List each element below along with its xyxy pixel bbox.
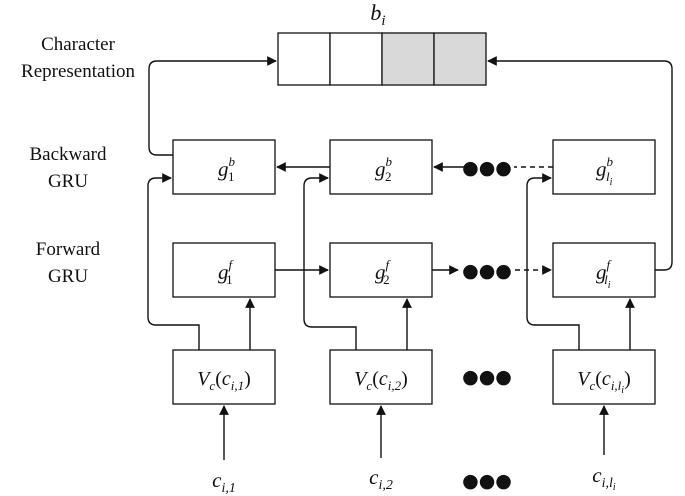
input-c-1: ci,1 bbox=[212, 468, 236, 496]
input-c-2: ci,2 bbox=[369, 465, 393, 493]
arrow-embedding-2-to-backward bbox=[303, 173, 357, 350]
embedding-node-2 bbox=[329, 349, 433, 405]
backward-gru-node-last bbox=[552, 139, 656, 195]
embedding-node-1 bbox=[172, 349, 276, 405]
embedding-node-1-label: Vc(ci,1) bbox=[197, 368, 251, 393]
forward-gru-label-line1: Forward bbox=[36, 239, 101, 260]
embedding-node-last bbox=[552, 349, 656, 405]
forward-gru-node-2 bbox=[329, 242, 433, 298]
vector-cell-shaded bbox=[433, 32, 487, 86]
backward-gru-node-2 bbox=[329, 139, 433, 195]
embedding-node-2-label: Vc(ci,2) bbox=[354, 368, 408, 393]
vector-cell bbox=[329, 32, 383, 86]
forward-gru-label-line2: GRU bbox=[48, 266, 88, 287]
embedding-node-last-label: Vc(ci,li) bbox=[577, 368, 631, 396]
vector-b-label: bi bbox=[370, 0, 385, 29]
char-rep-label-line2: Representation bbox=[21, 61, 135, 82]
arrow-forward-last-to-vector bbox=[487, 56, 673, 271]
arrow-embedding-1-to-backward bbox=[147, 173, 200, 350]
forward-gru-node-1 bbox=[172, 242, 276, 298]
ellipsis-input: ●●● bbox=[462, 470, 512, 492]
backward-gru-label-line1: Backward bbox=[29, 144, 107, 165]
char-rep-label-line1: Character bbox=[41, 34, 116, 55]
arrow-embedding-last-to-backward bbox=[526, 173, 580, 350]
arrow-backward-1-to-vector bbox=[148, 56, 277, 156]
input-c-last: ci,li bbox=[592, 463, 616, 493]
ellipsis-embedding: ●●● bbox=[462, 366, 512, 388]
backward-gru-label-line2: GRU bbox=[48, 171, 88, 192]
vector-cell-shaded bbox=[381, 32, 435, 86]
backward-gru-node-1 bbox=[172, 139, 276, 195]
ellipsis-forward: ●●● bbox=[462, 260, 512, 282]
char-representation-vector bbox=[277, 32, 487, 86]
forward-gru-node-last bbox=[552, 242, 656, 298]
vector-cell bbox=[277, 32, 331, 86]
ellipsis-backward: ●●● bbox=[462, 157, 512, 179]
